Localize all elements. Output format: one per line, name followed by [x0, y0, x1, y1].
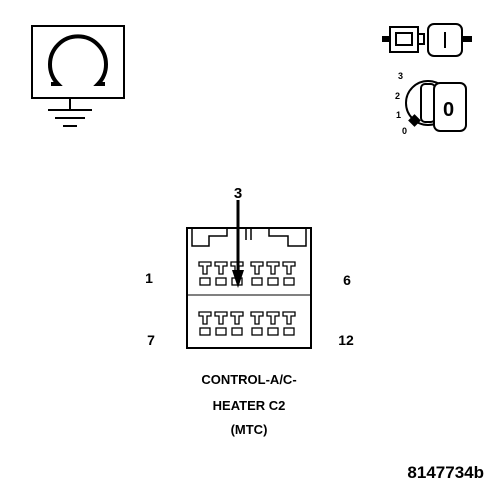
connector-title-line3: (MTC): [231, 422, 268, 437]
connector-disconnected-icon: [382, 23, 472, 57]
pin-cavity-6: [282, 261, 296, 286]
connector-face: [186, 227, 312, 349]
pin-cavities-bottom: [198, 311, 296, 336]
pin-cavity-5: [266, 261, 280, 286]
pin-cavity-1: [198, 261, 212, 286]
pin-cavity-7: [198, 311, 212, 336]
key-value: 0: [443, 99, 454, 121]
pin-cavity-12: [282, 311, 296, 336]
pin-cavities-top: [198, 261, 296, 286]
key-position-0: 0: [402, 126, 407, 136]
pin-label-bottom-left: 7: [147, 332, 155, 348]
pin-label-bottom-right: 12: [338, 332, 354, 348]
pin-label-top-left: 1: [145, 270, 153, 286]
key-position-3: 3: [398, 71, 403, 81]
ohmmeter-icon: [31, 25, 125, 127]
key-position-2: 2: [395, 91, 400, 101]
pin-cavity-8: [214, 311, 228, 336]
key-position-1: 1: [396, 110, 401, 120]
pointed-pin-label: 3: [234, 185, 242, 202]
pin-pointer-arrow: [232, 200, 244, 288]
pin-cavity-2: [214, 261, 228, 286]
pin-label-top-right: 6: [343, 272, 351, 288]
pin-cavity-10: [250, 311, 264, 336]
figure-id: 8147734b: [407, 463, 484, 482]
connector-title-line2: HEATER C2: [213, 398, 286, 413]
connector-title-line1: CONTROL-A/C-: [201, 372, 296, 387]
ignition-key-off-icon: 3 2 1 0 0: [395, 71, 467, 136]
pin-cavity-9: [230, 311, 244, 336]
pin-cavity-11: [266, 311, 280, 336]
pin-cavity-4: [250, 261, 264, 286]
